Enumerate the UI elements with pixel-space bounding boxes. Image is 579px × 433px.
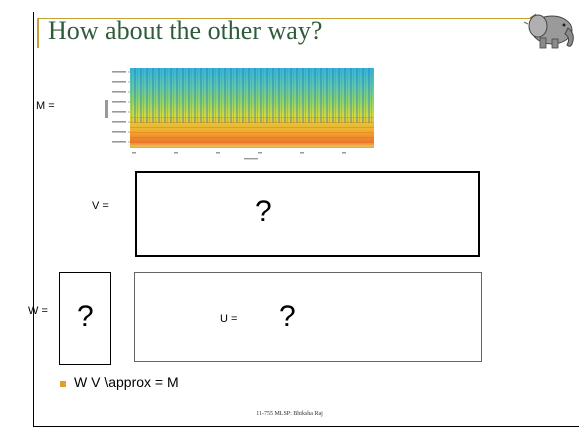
slide-frame-left bbox=[33, 12, 34, 427]
matrix-m-label: M = bbox=[36, 100, 55, 112]
title-rule-horizontal bbox=[37, 18, 562, 19]
matrix-v-unknown: ? bbox=[255, 195, 272, 228]
matrix-u-unknown: ? bbox=[279, 300, 296, 333]
slide-title: How about the other way? bbox=[48, 16, 323, 45]
matrix-w-box: ? bbox=[59, 272, 111, 365]
title-rule-vertical bbox=[37, 18, 39, 48]
matrix-u-box: U = ? bbox=[134, 272, 482, 362]
slide-footer: 11-755 MLSP: Bhiksha Raj bbox=[256, 411, 323, 417]
elephant-logo-icon bbox=[523, 13, 574, 49]
matrix-w-unknown: ? bbox=[77, 300, 94, 333]
bullet-marker bbox=[60, 381, 66, 387]
matrix-u-label: U = bbox=[220, 313, 238, 325]
bullet-text: W V \approx = M bbox=[74, 374, 179, 390]
matrix-w-label: W = bbox=[28, 305, 48, 317]
slide-frame-bottom bbox=[33, 426, 579, 427]
spectrogram-image bbox=[105, 68, 374, 160]
matrix-v-box: ? bbox=[135, 171, 480, 257]
matrix-v-label: V = bbox=[92, 200, 109, 212]
